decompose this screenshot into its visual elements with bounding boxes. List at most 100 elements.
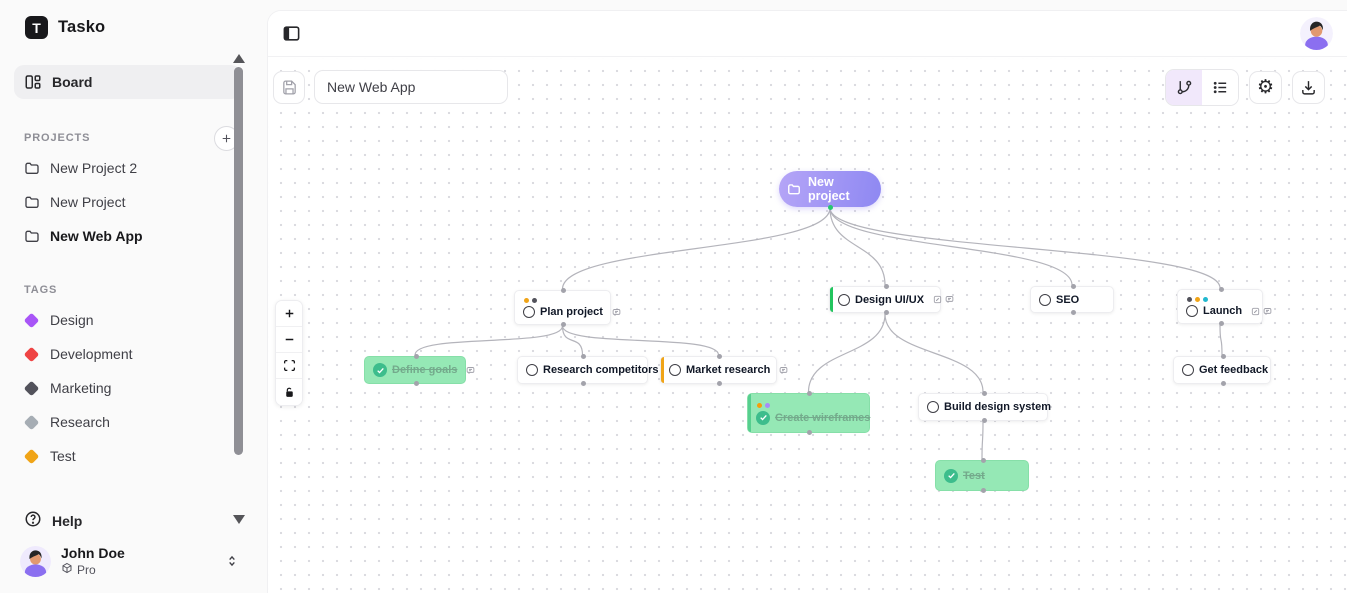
target-handle[interactable]: [883, 284, 889, 289]
project-name-input[interactable]: [314, 70, 508, 104]
comment-icon[interactable]: [1263, 307, 1272, 316]
node-root[interactable]: New project: [779, 171, 881, 210]
source-handle[interactable]: [980, 488, 986, 493]
node-market[interactable]: Market research: [660, 354, 788, 386]
gear-icon: ⚙: [1256, 76, 1275, 98]
flow-edge: [1219, 324, 1223, 356]
target-handle[interactable]: [981, 391, 987, 396]
sidebar-item-help[interactable]: Help: [0, 500, 255, 541]
scroll-down-arrow[interactable]: [233, 515, 245, 524]
node-test[interactable]: Test: [935, 458, 1029, 493]
target-handle[interactable]: [1070, 284, 1076, 289]
checkbox-icon[interactable]: [1186, 305, 1198, 317]
checkbox-icon[interactable]: [1039, 293, 1051, 306]
checkbox-icon[interactable]: [669, 364, 681, 376]
node-label: Get feedback: [1199, 364, 1269, 376]
checkbox-checked-icon[interactable]: [373, 363, 387, 377]
settings-button[interactable]: ⚙: [1249, 71, 1282, 104]
sidebar-tag-research[interactable]: Research: [0, 405, 255, 439]
source-handle[interactable]: [717, 381, 722, 386]
app-logo: T Tasko: [0, 0, 255, 39]
sidebar-tag-marketing[interactable]: Marketing: [0, 371, 255, 405]
node-seo[interactable]: SEO: [1030, 284, 1114, 315]
help-label: Help: [52, 512, 83, 529]
source-handle[interactable]: [1220, 381, 1226, 386]
source-handle[interactable]: [807, 430, 812, 435]
comment-icon[interactable]: [779, 366, 788, 375]
sidebar-item-board[interactable]: Board: [14, 65, 241, 99]
node-label: Test: [963, 469, 985, 482]
tag-dot: [524, 298, 529, 303]
target-handle[interactable]: [717, 354, 722, 359]
app-logo-icon: T: [25, 16, 48, 39]
lock-button[interactable]: [276, 379, 302, 405]
sidebar-item-label: Board: [52, 74, 93, 90]
zoom-out-icon: [283, 333, 296, 346]
fit-view-button[interactable]: [276, 353, 302, 379]
target-handle[interactable]: [413, 354, 419, 359]
target-handle[interactable]: [561, 288, 566, 293]
sidebar-project-new-project-2[interactable]: New Project 2: [0, 151, 255, 185]
save-button[interactable]: [273, 70, 305, 104]
scrollbar-thumb[interactable]: [234, 67, 243, 455]
user-avatar: [20, 545, 51, 577]
sidebar-project-new-web-app[interactable]: New Web App: [0, 219, 255, 253]
source-handle[interactable]: [581, 381, 586, 386]
tree-view-button[interactable]: [1166, 70, 1202, 105]
project-name: New Project 2: [50, 160, 138, 176]
node-wireframes[interactable]: Create wireframes: [747, 391, 870, 435]
checkbox-icon[interactable]: [523, 306, 535, 318]
comment-icon[interactable]: [612, 308, 621, 317]
sidebar-tag-development[interactable]: Development: [0, 337, 255, 371]
checkbox-icon[interactable]: [1182, 364, 1194, 376]
account-switcher[interactable]: John Doe Pro: [0, 541, 255, 581]
target-handle[interactable]: [980, 458, 986, 463]
unfold-icon[interactable]: [225, 554, 239, 568]
zoom-out-button[interactable]: [276, 327, 302, 353]
target-handle[interactable]: [807, 391, 812, 396]
profile-avatar[interactable]: [1300, 17, 1333, 50]
zoom-in-button[interactable]: [276, 301, 302, 327]
node-plan[interactable]: Plan project: [514, 288, 621, 327]
user-plan-label: Pro: [77, 562, 96, 577]
node-launch[interactable]: Launch: [1177, 287, 1272, 326]
checkbox-icon[interactable]: [526, 364, 538, 376]
node-define[interactable]: Define goals: [364, 354, 475, 386]
download-button[interactable]: [1292, 71, 1325, 104]
sidebar-tag-test[interactable]: Test: [0, 439, 255, 473]
tag-diamond-icon: [23, 448, 40, 464]
checkbox-icon[interactable]: [927, 401, 939, 413]
sidebar-project-new-project[interactable]: New Project: [0, 185, 255, 219]
node-feedback[interactable]: Get feedback: [1173, 354, 1271, 386]
source-handle[interactable]: [561, 322, 566, 327]
sidebar-scrollbar[interactable]: [232, 54, 245, 524]
flow-edge: [414, 325, 564, 356]
checkbox-icon[interactable]: [838, 293, 850, 306]
sidebar-toggle-icon[interactable]: [282, 24, 301, 43]
node-research[interactable]: Research competitors: [517, 354, 659, 386]
node-design[interactable]: Design UI/UX: [829, 284, 954, 315]
sidebar-tag-design[interactable]: Design: [0, 303, 255, 337]
comment-icon[interactable]: [945, 295, 954, 304]
app-title: Tasko: [58, 18, 106, 36]
scroll-up-arrow[interactable]: [233, 54, 245, 63]
node-buildds[interactable]: Build design system: [918, 391, 1051, 423]
source-handle[interactable]: [981, 418, 987, 423]
target-handle[interactable]: [1218, 287, 1224, 292]
list-view-button[interactable]: [1202, 70, 1238, 105]
checkbox-checked-icon[interactable]: [756, 410, 770, 425]
target-handle[interactable]: [1220, 354, 1226, 359]
edit-icon[interactable]: [933, 295, 942, 304]
source-handle[interactable]: [413, 381, 419, 386]
source-handle[interactable]: [883, 310, 889, 315]
source-handle[interactable]: [1218, 321, 1224, 326]
comment-icon[interactable]: [466, 366, 475, 375]
source-handle[interactable]: [827, 205, 833, 210]
checkbox-checked-icon[interactable]: [944, 468, 958, 483]
edit-icon[interactable]: [1251, 307, 1260, 316]
target-handle[interactable]: [581, 354, 586, 359]
source-handle[interactable]: [1070, 310, 1076, 315]
